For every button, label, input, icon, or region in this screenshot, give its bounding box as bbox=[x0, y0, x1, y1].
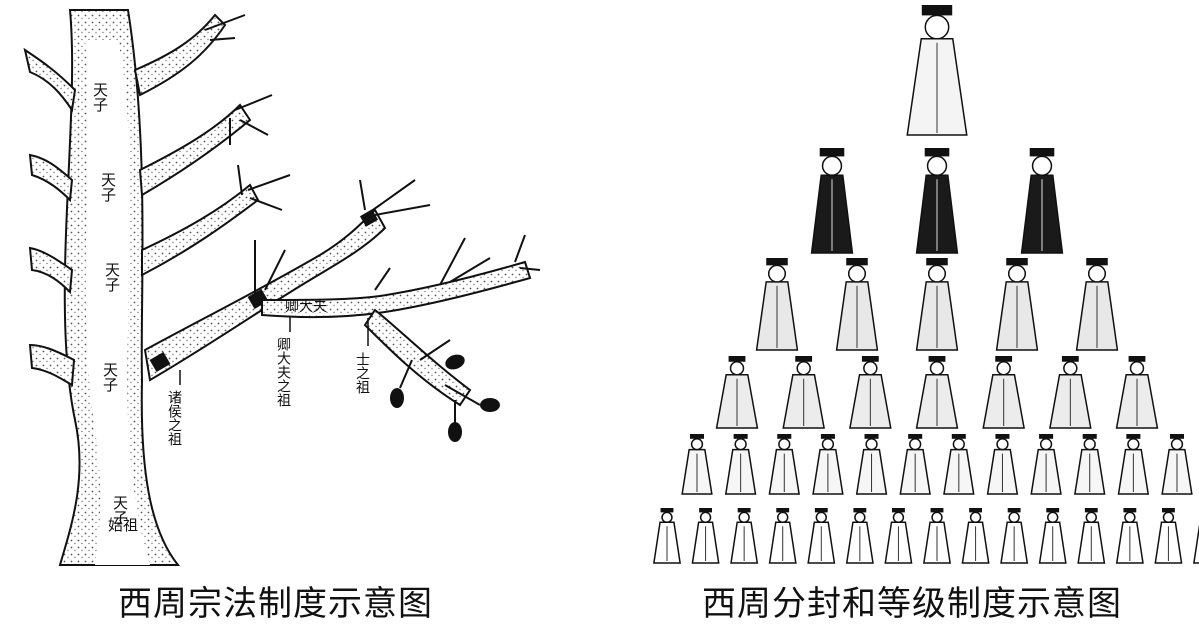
person-figure-tier-6 bbox=[768, 508, 797, 564]
left-branch-3 bbox=[28, 246, 74, 295]
svg-text:天子: 天子 bbox=[99, 172, 117, 202]
person-figure-tier-2 bbox=[1020, 148, 1064, 254]
person-figure-tier-4 bbox=[715, 356, 759, 429]
clan-tree-illustration: 卿大夫 天子 天子 天子 天子 天子 始祖 诸侯之祖 卿大夫之祖 bbox=[23, 9, 541, 566]
person-figure-tier-5 bbox=[681, 434, 713, 495]
leaf bbox=[390, 388, 404, 408]
leaf bbox=[445, 354, 465, 370]
leaf bbox=[448, 422, 462, 442]
person-figure-tier-3 bbox=[835, 258, 879, 351]
inline-branch-label: 卿大夫 bbox=[285, 299, 327, 315]
clan-law-caption: 西周宗法制度示意图 bbox=[118, 584, 433, 624]
person-figure-tier-5 bbox=[1030, 434, 1062, 495]
person-figure-tier-5 bbox=[986, 434, 1019, 495]
person-figure-tier-6 bbox=[845, 508, 874, 564]
person-figure-tier-3 bbox=[755, 258, 799, 351]
person-figure-tier-5 bbox=[768, 434, 800, 495]
svg-text:天子: 天子 bbox=[91, 82, 109, 112]
root-label: 天子 始祖 bbox=[108, 495, 138, 534]
hierarchy-diagram: 西周分封和等级制度示意图 bbox=[600, 0, 1199, 624]
person-figure-tier-4 bbox=[849, 356, 892, 429]
zhuhou-label: 诸侯之祖 bbox=[166, 390, 182, 446]
person-figure-tier-5 bbox=[899, 434, 931, 495]
person-figure-tier-5 bbox=[1074, 434, 1106, 495]
qingdafu-label: 卿大夫之祖 bbox=[275, 337, 291, 407]
person-figure-tier-5 bbox=[812, 434, 844, 495]
clan-law-diagram: 卿大夫 天子 天子 天子 天子 天子 始祖 诸侯之祖 卿大夫之祖 bbox=[0, 0, 600, 624]
person-figure-tier-6 bbox=[1077, 508, 1106, 564]
shi-label: 士之祖 bbox=[354, 352, 370, 394]
person-figure-tier-6 bbox=[1000, 508, 1029, 564]
zhuhou-branch bbox=[143, 208, 387, 382]
person-figure-tier-3 bbox=[1075, 258, 1119, 351]
person-figure-tier-3 bbox=[915, 258, 959, 351]
trunk-label-1: 天子 bbox=[91, 82, 109, 112]
person-figure-tier-5 bbox=[943, 434, 975, 495]
person-figure-tier-6 bbox=[653, 508, 681, 564]
person-figure-tier-1 bbox=[906, 5, 968, 136]
hierarchy-pyramid bbox=[653, 5, 1199, 564]
shi-branch bbox=[363, 308, 472, 407]
person-figure-tier-5 bbox=[724, 434, 757, 495]
person-figure-tier-6 bbox=[1154, 508, 1183, 564]
svg-text:天子: 天子 bbox=[111, 495, 129, 525]
person-figure-tier-4 bbox=[982, 356, 1025, 429]
svg-text:始祖: 始祖 bbox=[108, 516, 138, 534]
person-figure-tier-6 bbox=[730, 508, 759, 564]
person-figure-tier-6 bbox=[807, 508, 836, 564]
person-figure-tier-6 bbox=[691, 508, 720, 564]
right-branch-1 bbox=[133, 13, 227, 97]
person-figure-tier-5 bbox=[1161, 434, 1193, 495]
person-figure-tier-6 bbox=[1193, 524, 1199, 564]
leaf bbox=[480, 398, 500, 412]
person-figure-tier-4 bbox=[782, 356, 825, 429]
person-figure-tier-4 bbox=[915, 356, 959, 429]
trunk-label-4: 天子 bbox=[101, 362, 119, 392]
person-figure-tier-5 bbox=[855, 434, 888, 495]
svg-text:天子: 天子 bbox=[101, 362, 119, 392]
left-branch-1 bbox=[23, 47, 77, 113]
person-figure-tier-6 bbox=[1115, 508, 1144, 564]
person-figure-tier-2 bbox=[915, 148, 959, 254]
left-branch-2 bbox=[28, 153, 74, 203]
person-figure-tier-6 bbox=[961, 508, 990, 564]
person-figure-tier-5 bbox=[1117, 434, 1150, 495]
person-figure-tier-6 bbox=[923, 508, 951, 564]
person-figure-tier-6 bbox=[884, 508, 913, 564]
hierarchy-caption: 西周分封和等级制度示意图 bbox=[702, 584, 1122, 624]
right-branch-3 bbox=[141, 183, 260, 277]
person-figure-tier-4 bbox=[1115, 356, 1159, 429]
qingdafu-branch bbox=[261, 260, 532, 318]
person-figure-tier-6 bbox=[1038, 508, 1067, 564]
trunk-label-3: 天子 bbox=[103, 262, 121, 292]
person-figure-tier-4 bbox=[1049, 356, 1092, 429]
left-branch-4 bbox=[28, 343, 76, 387]
svg-text:天子: 天子 bbox=[103, 262, 121, 292]
right-branch-2 bbox=[138, 103, 252, 197]
trunk-label-2: 天子 bbox=[99, 172, 117, 202]
person-figure-tier-3 bbox=[995, 258, 1039, 351]
person-figure-tier-2 bbox=[810, 148, 854, 254]
